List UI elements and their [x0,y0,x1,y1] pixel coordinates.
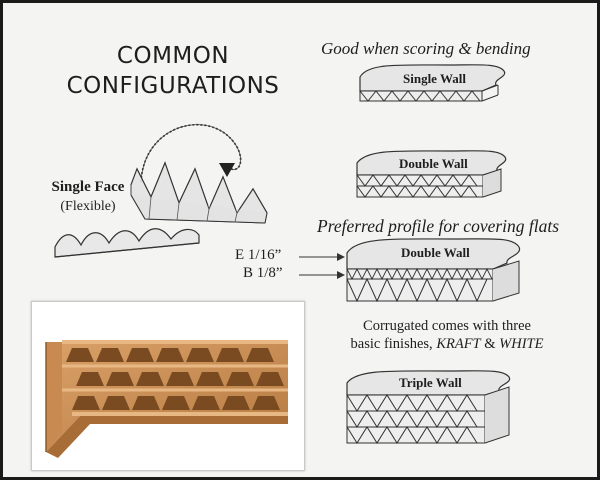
finishes-line-1: Corrugated comes with three [363,318,531,334]
finishes-line-2: basic finishes, KRAFT & WHITE [331,335,563,353]
finishes-note: Corrugated comes with three basic finish… [331,317,563,353]
single-face-note: (Flexible) [60,199,116,214]
arrow-right-icon [299,253,345,261]
finish-kraft: KRAFT [436,336,481,352]
double-wall-ebflute-illustration [346,238,521,303]
finishes-amp: & [480,336,500,352]
flute-b-label: B 1/8” [243,265,283,281]
single-wall-label: Single Wall [403,71,466,86]
arrow-right-icon [299,271,345,279]
caption-scoring: Good when scoring & bending [321,39,531,58]
page-title: COMMON CONFIGURATIONS [43,41,303,101]
finish-white: WHITE [499,336,544,352]
flute-arrows [299,253,345,279]
single-face-label: Single Face (Flexible) [43,177,133,217]
kraft-photo [31,301,305,471]
double-wall-label-2: Double Wall [401,245,470,260]
flute-e-label: E 1/16” [235,247,282,263]
flat-flutes [54,228,200,258]
double-wall-illustration [356,150,507,198]
double-wall-label-1: Double Wall [399,156,468,171]
single-wall-illustration [359,64,506,102]
triple-wall-illustration [346,370,511,444]
rolled-flutes [130,161,268,224]
finishes-prefix: basic finishes, [350,336,437,352]
curl-arrow-icon [140,123,242,183]
caption-covering: Preferred profile for covering flats [317,216,560,236]
title-line-2: CONFIGURATIONS [66,73,280,99]
title-line-1: COMMON [116,43,230,69]
single-face-name: Single Face [51,179,125,195]
kraft-cross-section [45,340,288,458]
triple-wall-label: Triple Wall [399,375,462,390]
single-face-illustration [54,123,268,258]
